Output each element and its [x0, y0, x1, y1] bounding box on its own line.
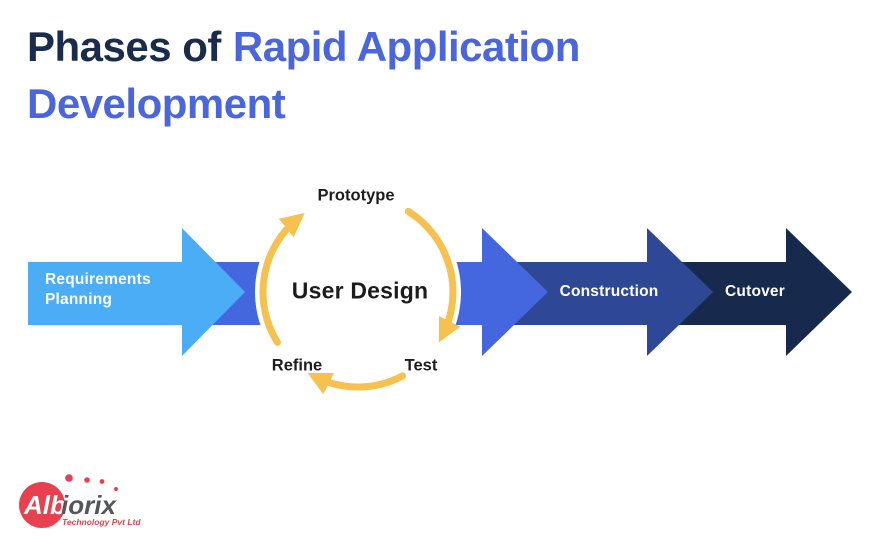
logo-circle — [19, 482, 65, 528]
label-refine: Refine — [271, 356, 323, 375]
user-design-circle — [255, 189, 461, 395]
arc-refine-to-prototype — [259, 212, 305, 346]
logo-brand-bold: Alb — [23, 490, 66, 520]
label-planning: Planning — [45, 290, 113, 308]
arc-prototype-to-test — [404, 207, 461, 343]
title-highlight-2: Development — [27, 80, 286, 127]
label-requirements-planning: Requirements Planning — [45, 270, 151, 309]
arc-test-to-refine — [307, 372, 407, 395]
label-cutover: Cutover — [725, 283, 785, 300]
construction-arrow-shape — [512, 228, 713, 356]
label-prototype: Prototype — [317, 186, 395, 205]
label-user-design: User Design — [291, 277, 429, 304]
title-highlight-1: Rapid Application — [232, 23, 580, 70]
albiorix-logo: Alb iorix Technology Pvt Ltd — [19, 474, 141, 528]
label-requirements: Requirements — [45, 271, 151, 288]
logo-tagline: Technology Pvt Ltd — [62, 517, 141, 527]
cutover-arrow-shape — [676, 228, 852, 356]
label-test: Test — [404, 356, 438, 375]
title-prefix: Phases of — [27, 23, 221, 70]
logo-dots — [65, 474, 118, 491]
requirements-arrow-shape — [28, 228, 245, 356]
label-construction: Construction — [559, 283, 659, 300]
logo-brand-rest: iorix — [61, 490, 117, 520]
cycle-arcs — [259, 207, 461, 395]
